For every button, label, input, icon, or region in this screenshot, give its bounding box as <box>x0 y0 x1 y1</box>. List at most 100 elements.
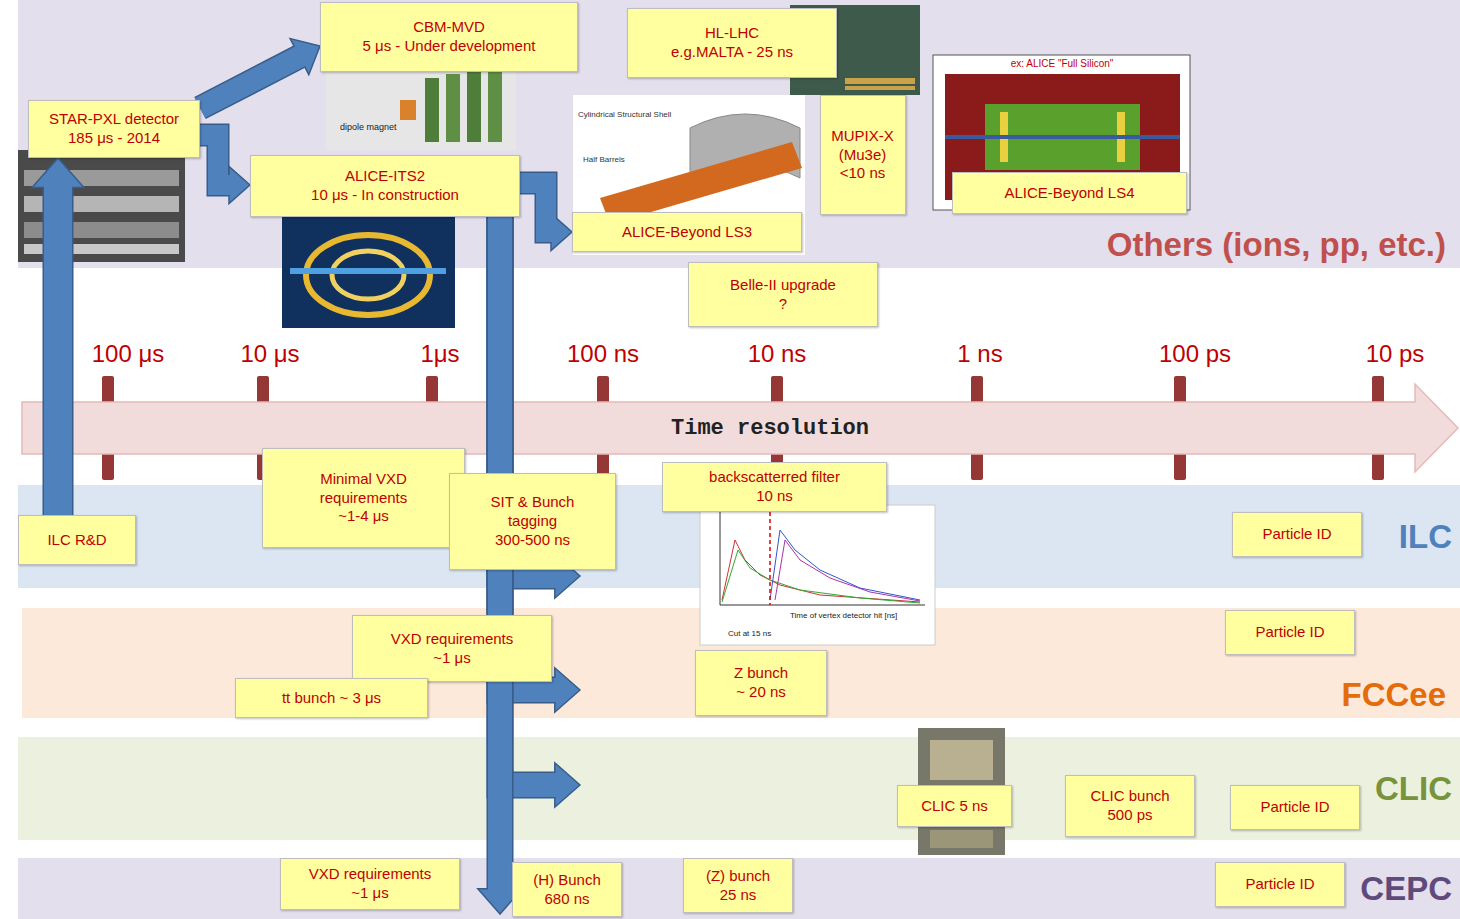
band-title: ILC <box>1399 518 1452 556</box>
box-text: tt bunch ~ 3 μs <box>282 689 381 708</box>
box-text: ? <box>779 295 787 314</box>
box-text: Particle ID <box>1260 798 1329 817</box>
box-text: HL-LHC <box>705 24 759 43</box>
box-text: 300-500 ns <box>495 531 570 550</box>
box-text: SIT & Bunch tagging <box>477 493 589 531</box>
box-text: CLIC 5 ns <box>921 797 988 816</box>
photo-ground <box>573 95 805 255</box>
box-text: Belle-II upgrade <box>730 276 836 295</box>
box-text: e.g.MALTA - 25 ns <box>671 43 793 62</box>
box-text: 10 μs - In construction <box>311 186 459 205</box>
box-text: ILC R&D <box>47 531 106 550</box>
band-title: FCCee <box>1341 676 1446 714</box>
arrow-head <box>555 668 580 712</box>
note-box: Z bunch~ 20 ns <box>695 650 827 716</box>
plot-curve <box>770 530 920 600</box>
photo-detail <box>945 135 1180 139</box>
photo-detail <box>930 830 993 848</box>
box-text: ~1 μs <box>433 649 470 668</box>
arrow-head <box>555 763 580 807</box>
box-text: CLIC bunch <box>1090 787 1169 806</box>
band-title: CLIC <box>1375 770 1452 808</box>
flow-arrow <box>200 39 320 108</box>
note-box: Particle ID <box>1230 785 1360 830</box>
timing-plot <box>700 505 935 645</box>
plot-axes <box>720 512 925 605</box>
box-text: VXD requirements <box>309 865 432 884</box>
plot-curve <box>722 540 920 602</box>
arrow-outline <box>520 183 553 232</box>
note-box: ALICE-ITS210 μs - In construction <box>250 155 520 217</box>
flow-arrow <box>32 158 84 515</box>
experiment-band: CLICCLIC 5 nsCLIC bunch500 psParticle ID <box>18 737 1460 840</box>
image-label: ex: ALICE "Full Silicon" <box>1011 58 1114 70</box>
photo-detail <box>400 100 416 120</box>
box-text: CBM-MVD <box>413 18 485 37</box>
note-box: backscatterred filter10 ns <box>662 462 887 512</box>
arrow-head <box>229 167 250 204</box>
note-box: ILC R&D <box>18 515 136 565</box>
box-text: STAR-PXL detector <box>49 110 179 129</box>
photo-detail <box>446 74 460 142</box>
tick-label: 1μs <box>420 340 459 368</box>
arrow-outline <box>200 135 231 185</box>
note-box: CLIC 5 ns <box>897 785 1012 827</box>
note-box: ALICE-Beyond LS3 <box>572 212 802 252</box>
photo-detail <box>425 78 439 142</box>
box-text: Particle ID <box>1255 623 1324 642</box>
note-box: ALICE-Beyond LS4 <box>952 172 1187 214</box>
band-fill <box>18 0 1460 268</box>
tick-label: 1 ns <box>957 340 1002 368</box>
box-text: 25 ns <box>720 886 757 905</box>
box-text: 185 μs - 2014 <box>68 129 160 148</box>
note-box: Belle-II upgrade? <box>688 262 878 327</box>
band-fill <box>18 737 1460 840</box>
note-box: tt bunch ~ 3 μs <box>235 678 428 718</box>
note-box: Minimal VXD requirements~1-4 μs <box>262 448 465 548</box>
box-text: (Z) bunch <box>706 867 770 886</box>
box-text: ~1 μs <box>351 884 388 903</box>
arrow-body <box>200 135 231 185</box>
note-box: Particle ID <box>1225 610 1355 655</box>
band-title: Others (ions, pp, etc.) <box>1107 226 1446 264</box>
arrow-outline <box>200 56 301 108</box>
flow-arrow <box>520 183 572 251</box>
band-fill <box>18 858 1460 919</box>
arrow-body <box>44 185 72 515</box>
note-box: HL-LHCe.g.MALTA - 25 ns <box>627 8 837 78</box>
note-box: (H) Bunch680 ns <box>512 862 622 917</box>
plot-curve <box>775 540 920 601</box>
note-box: Particle ID <box>1232 512 1362 557</box>
note-box: VXD requirements~1 μs <box>352 615 552 682</box>
box-text: 10 ns <box>756 487 793 506</box>
experiment-band: ILC ILC R&D Particle ID <box>18 485 1460 588</box>
note-box: SIT & Bunch tagging300-500 ns <box>449 473 616 570</box>
band-title: CEPC <box>1360 870 1452 908</box>
photo-detail <box>845 78 915 84</box>
box-text: ALICE-ITS2 <box>345 167 425 186</box>
photo-detail <box>930 740 993 780</box>
photo-detail <box>467 70 481 142</box>
tick-label: 10 μs <box>240 340 299 368</box>
experiment-band: Others (ions, pp, etc.) STAR-PXL detector… <box>18 0 1460 268</box>
box-text: Z bunch <box>734 664 788 683</box>
box-text: Particle ID <box>1262 525 1331 544</box>
box-text: ALICE-Beyond LS3 <box>622 223 752 242</box>
box-text: 5 μs - Under development <box>363 37 536 56</box>
note-box: VXD requirements~1 μs <box>280 858 460 910</box>
axis-title: Time resolution <box>671 415 869 440</box>
photo-detail <box>488 66 502 142</box>
tick-label: 100 ps <box>1159 340 1231 368</box>
note-box: (Z) bunch25 ns <box>683 858 793 913</box>
alice-its2-picture <box>282 215 455 328</box>
image-label: Time of vertex detector hit [ns] <box>790 611 897 620</box>
arrow-head <box>32 158 84 187</box>
photo-detail <box>306 235 430 315</box>
photo-detail <box>290 268 446 274</box>
arrow-body <box>520 183 553 232</box>
experiment-band: FCCee VXD requirements~1 μs tt bunch ~ 3 μ… <box>22 608 1460 718</box>
note-box: CBM-MVD5 μs - Under development <box>320 2 578 72</box>
arrow-outline <box>43 185 74 515</box>
box-text: ~1-4 μs <box>338 507 389 526</box>
